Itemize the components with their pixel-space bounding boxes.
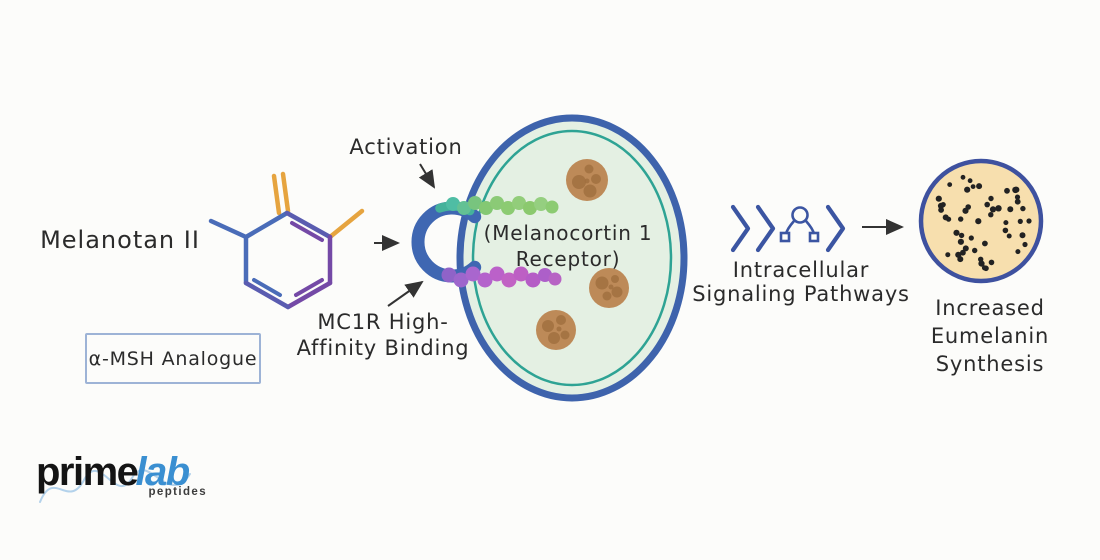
binding-arrow (387, 280, 424, 307)
result-label-line1: Increased (935, 296, 1045, 320)
logo-prime-text: prime (36, 450, 139, 494)
peptide-chain-green-icon (446, 196, 559, 215)
melanosome-icon (589, 268, 629, 308)
logo-lab-text: lab (135, 450, 190, 494)
receptor-label: (Melanocortin 1 Receptor) (484, 220, 653, 272)
result-label-line3: Synthesis (935, 352, 1045, 376)
melanotan-molecule-icon (208, 171, 365, 310)
analogue-label: α-MSH Analogue (88, 347, 258, 370)
result-label: Increased Eumelanin Synthesis (931, 294, 1049, 378)
analogue-box: α-MSH Analogue (85, 333, 261, 384)
binding-label-line2: Affinity Binding (296, 336, 470, 360)
signaling-label-line1: Intracellular (732, 258, 870, 282)
melanosome-icon (536, 310, 576, 350)
signaling-label: Intracellular Signaling Pathways (692, 258, 910, 306)
primelab-logo: primelab peptides (36, 450, 208, 503)
melanocyte-cell (456, 114, 688, 402)
logo-tagline: peptides (148, 486, 207, 498)
binding-label: MC1R High- Affinity Binding (297, 309, 470, 361)
signaling-label-line2: Signaling Pathways (692, 282, 910, 306)
melanotan-label: Melanotan II (40, 226, 200, 254)
eumelanin-circle-icon (918, 158, 1044, 284)
peptide-chain-purple-icon (441, 266, 562, 288)
result-label-line2: Eumelanin (930, 324, 1050, 348)
receptor-label-line1: (Melanocortin 1 (483, 221, 653, 245)
activation-label: Activation (349, 135, 463, 159)
melanin-dots (935, 174, 1032, 272)
signal-chevron-icon (730, 204, 846, 253)
receptor-label-line2: Receptor) (515, 247, 621, 271)
melanosome-icon (566, 159, 608, 201)
binding-label-line1: MC1R High- (317, 310, 449, 334)
signal-molecule-icon (779, 206, 820, 243)
activation-arrow (418, 163, 436, 189)
logo-flourish-icon (39, 469, 191, 503)
